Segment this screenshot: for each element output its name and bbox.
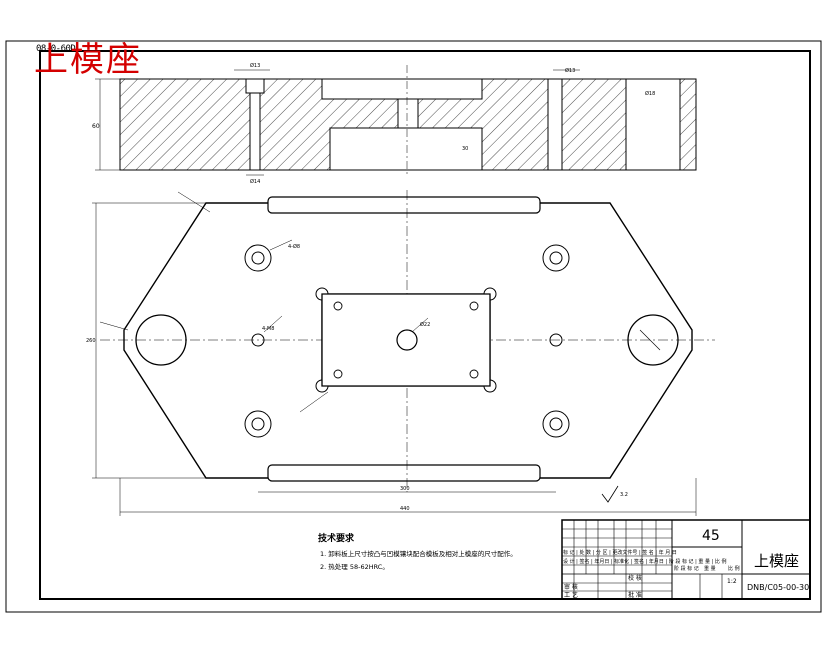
title-cell-check: 校 核: [628, 574, 642, 582]
dim-slot: Ø18: [645, 90, 655, 97]
dim-hole-label: Ø14: [250, 178, 260, 185]
label-pin-holes: 4-M8: [262, 326, 274, 332]
dim-side-height: 60: [92, 123, 100, 130]
title-cell-stage: 阶 段 标 记: [674, 565, 699, 572]
title-block: [561, 519, 811, 600]
tech-req-heading: 技术要求: [318, 532, 355, 544]
scale-value: 1:2: [727, 578, 737, 585]
technical-requirements: 技术要求 1. 卸料板上尺寸按凸与凹模镶块配合模板及相对上模座的尺寸配作。 2.…: [318, 532, 517, 571]
tech-req-item-2: 2. 热处理 58-62HRC。: [320, 562, 389, 571]
dim-overall-width: 440: [400, 506, 410, 512]
outer-frame: [5, 40, 822, 613]
title-cell-design: 审 核: [564, 583, 578, 591]
label-screw-holes: 4-Ø8: [288, 243, 300, 250]
title-cell-process: 工 艺: [564, 591, 578, 599]
drawing-number: DNB/C05-00-30: [747, 583, 809, 592]
dim-inner-width: 300: [400, 486, 410, 492]
plan-view: 4-Ø8 4-M8 Ø22 440 300 260 3.2: [86, 190, 715, 516]
part-name: 上模座: [754, 552, 799, 570]
title-block-text: 标 记 | 处 数 | 分 区 | 更改文件号 | 签 名 | 年 月 日 设 …: [563, 528, 809, 599]
title-cell-ratio: 比 例: [728, 565, 740, 572]
overlay-part-title: 上模座: [34, 40, 142, 80]
section-view: 60 Ø13 Ø14 Ø13 Ø18 30: [92, 62, 697, 185]
title-cell-approve: 批 准: [628, 591, 642, 599]
title-row-2: 设 计 | 签名 | 年月日 | 标准化 | 签名 | 年月日 | 阶 段 标 …: [563, 558, 726, 565]
inner-frame: [39, 50, 811, 600]
dim-top-right: Ø13: [565, 67, 575, 74]
drawing-code-stamp: 08-0-60D: [36, 44, 76, 54]
roughness-mark: 3.2: [620, 492, 628, 498]
dim-plate-height: 260: [86, 338, 96, 344]
dim-pocket: 30: [462, 146, 468, 152]
tech-req-item-1: 1. 卸料板上尺寸按凸与凹模镶块配合模板及相对上模座的尺寸配作。: [320, 549, 517, 558]
title-cell-weight: 重 量: [704, 565, 716, 572]
material-value: 45: [702, 528, 720, 544]
title-row-1: 标 记 | 处 数 | 分 区 | 更改文件号 | 签 名 | 年 月 日: [563, 549, 677, 556]
label-center-hole: Ø22: [420, 321, 430, 328]
dim-top-small: Ø13: [250, 62, 260, 69]
